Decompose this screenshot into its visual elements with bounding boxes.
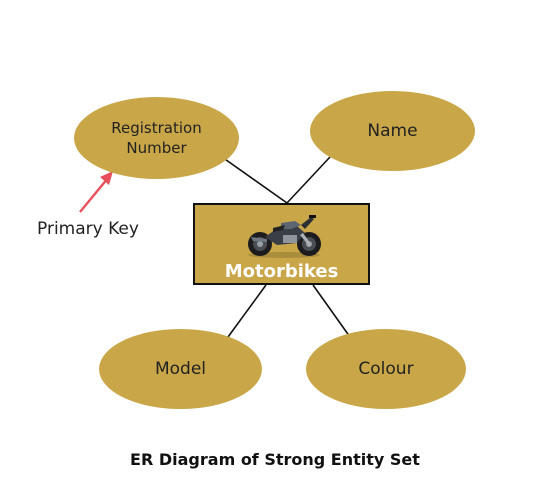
entity-label: Motorbikes [224, 261, 339, 282]
connector-registration [221, 156, 288, 204]
attribute-registration-number: Registration Number [74, 97, 239, 179]
name-label: Name [367, 120, 418, 141]
attribute-colour: Colour [306, 329, 466, 409]
primary-key-arrow [79, 171, 113, 213]
entity-motorbikes: Motorbikes [193, 203, 370, 285]
attribute-model: Model [99, 329, 262, 409]
connector-colour [312, 284, 351, 338]
attribute-name: Name [310, 91, 475, 171]
colour-label: Colour [358, 358, 414, 379]
diagram-caption: ER Diagram of Strong Entity Set [130, 450, 420, 469]
registration-label-line1: Registration [111, 118, 202, 137]
connector-model [227, 284, 267, 338]
primary-key-label: Primary Key [37, 219, 139, 239]
registration-label-line2: Number [126, 139, 187, 157]
motorbike-icon [248, 215, 321, 258]
model-label: Model [154, 358, 207, 379]
connector-name [286, 156, 331, 204]
